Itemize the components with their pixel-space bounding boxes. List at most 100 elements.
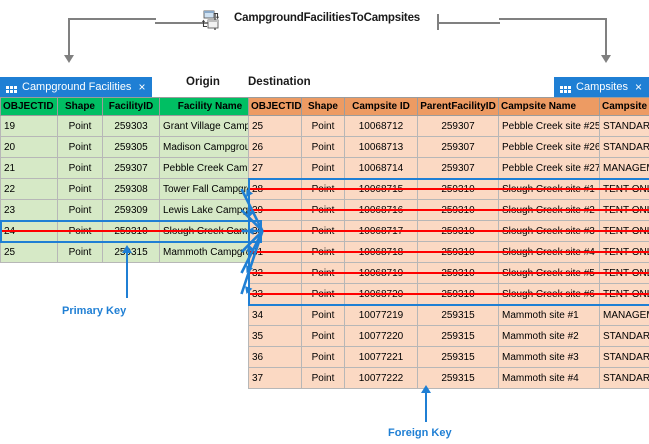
cell-facility_name[interactable]: Madison Campground [159,136,261,158]
cell-objectid[interactable]: 21 [0,157,58,179]
cell-parent_facility_id[interactable]: 259315 [417,346,499,368]
cell-objectid[interactable]: 22 [0,178,58,200]
column-header-campsite-id[interactable]: Campsite ID [344,97,418,116]
cell-objectid[interactable]: 37 [248,367,302,389]
cell-campsite_type[interactable]: MANAGEMENT [599,157,649,179]
cell-objectid[interactable]: 27 [248,157,302,179]
cell-shape[interactable]: Point [57,136,103,158]
cell-objectid[interactable]: 20 [0,136,58,158]
cell-objectid[interactable]: 23 [0,199,58,221]
cell-facility_id[interactable]: 259303 [102,115,160,137]
table-grid-icon [5,81,17,93]
cell-shape[interactable]: Point [301,157,345,179]
column-header-objectid[interactable]: OBJECTID [248,97,302,116]
cell-shape[interactable]: Point [57,178,103,200]
cell-campsite_name[interactable]: Mammoth site #1 [498,304,600,326]
cell-campsite_type[interactable]: STANDARD NONELECTRIC [599,136,649,158]
tab-campsites[interactable]: Campsites × [554,77,649,97]
cell-objectid[interactable]: 26 [248,136,302,158]
cell-campsite_name[interactable]: Pebble Creek site #27 [498,157,600,179]
cell-shape[interactable]: Point [301,115,345,137]
cell-facility_id[interactable]: 259308 [102,178,160,200]
cell-objectid[interactable]: 25 [248,115,302,137]
cell-facility_name[interactable]: Lewis Lake Campground [159,199,261,221]
cell-shape[interactable]: Point [301,325,345,347]
cell-campsite_type[interactable]: MANAGEMENT [599,304,649,326]
table-header-row: OBJECTID Shape Campsite ID ParentFacilit… [248,97,649,116]
cell-campsite_id[interactable]: 10068714 [344,157,418,179]
cell-campsite_name[interactable]: Mammoth site #4 [498,367,600,389]
cell-campsite_id[interactable]: 10068713 [344,136,418,158]
cell-campsite_type[interactable]: STANDARD NONELECTRIC [599,367,649,389]
cell-campsite_name[interactable]: Mammoth site #3 [498,346,600,368]
cell-campsite_type[interactable]: STANDARD NONELECTRIC [599,115,649,137]
cell-shape[interactable]: Point [301,304,345,326]
column-header-campsite-name[interactable]: Campsite Name [498,97,600,116]
cell-parent_facility_id[interactable]: 259315 [417,304,499,326]
cell-parent_facility_id[interactable]: 259307 [417,136,499,158]
cell-objectid[interactable]: 34 [248,304,302,326]
tab-campground-facilities[interactable]: Campground Facilities × [0,77,153,97]
column-header-facility-name[interactable]: Facility Name [159,97,261,116]
cell-campsite_type[interactable]: STANDARD NONELECTRIC [599,325,649,347]
tab-label: Campground Facilities [22,81,132,93]
cell-facility_name[interactable]: Tower Fall Campground [159,178,261,200]
cell-campsite_id[interactable]: 10068712 [344,115,418,137]
origin-arrow-head [64,55,74,63]
cell-facility_name[interactable]: Pebble Creek Campground [159,157,261,179]
cell-facility_name[interactable]: Grant Village Campground [159,115,261,137]
cell-shape[interactable]: Point [57,241,103,263]
column-header-shape[interactable]: Shape [57,97,103,116]
column-header-campsite-type[interactable]: Campsite Type [599,97,649,116]
column-header-facilityid[interactable]: FacilityID [102,97,160,116]
cell-parent_facility_id[interactable]: 259315 [417,325,499,347]
cell-shape[interactable]: Point [57,199,103,221]
column-header-objectid[interactable]: OBJECTID [0,97,58,116]
cell-facility_id[interactable]: 259309 [102,199,160,221]
cell-campsite_id[interactable]: 10077222 [344,367,418,389]
cell-campsite_name[interactable]: Pebble Creek site #25 [498,115,600,137]
cell-campsite_id[interactable]: 10077219 [344,304,418,326]
cell-parent_facility_id[interactable]: 259315 [417,367,499,389]
bracket-left-line [155,22,215,24]
column-header-shape[interactable]: Shape [301,97,345,116]
cell-objectid[interactable]: 35 [248,325,302,347]
cell-objectid[interactable]: 36 [248,346,302,368]
destination-selected-rows-highlight [247,177,649,306]
close-icon[interactable]: × [634,80,642,94]
cell-campsite_id[interactable]: 10077220 [344,325,418,347]
cell-shape[interactable]: Point [57,157,103,179]
cell-objectid[interactable]: 25 [0,241,58,263]
cell-objectid[interactable]: 19 [0,115,58,137]
cell-campsite_id[interactable]: 10077221 [344,346,418,368]
cell-parent_facility_id[interactable]: 259307 [417,157,499,179]
cell-facility_name[interactable]: Mammoth Campground [159,241,261,263]
bracket-right-tick [437,14,439,30]
cell-shape[interactable]: Point [301,136,345,158]
column-header-parentfacilityid[interactable]: ParentFacilityID [417,97,499,116]
cell-facility_id[interactable]: 259307 [102,157,160,179]
cell-campsite_name[interactable]: Pebble Creek site #26 [498,136,600,158]
destination-arrow-head [601,55,611,63]
cell-shape[interactable]: Point [301,367,345,389]
cell-campsite_name[interactable]: Mammoth site #2 [498,325,600,347]
cell-parent_facility_id[interactable]: 259307 [417,115,499,137]
cell-facility_id[interactable]: 259305 [102,136,160,158]
close-icon[interactable]: × [138,80,146,94]
cell-shape[interactable]: Point [301,346,345,368]
cell-campsite_type[interactable]: STANDARD NONELECTRIC [599,346,649,368]
cell-shape[interactable]: Point [57,115,103,137]
